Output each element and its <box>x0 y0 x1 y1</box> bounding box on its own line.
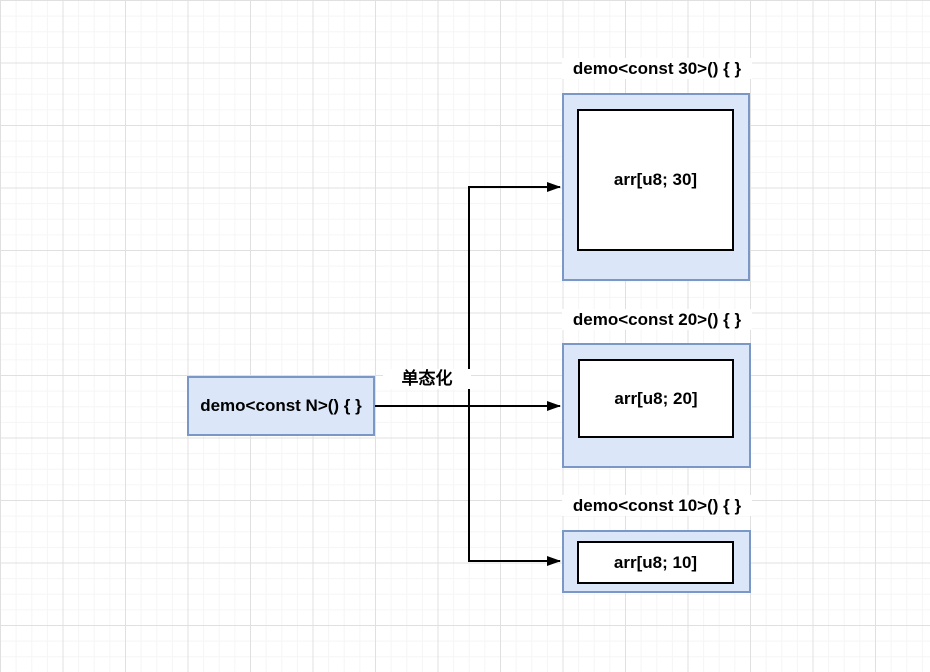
node-demo-10-array-label: arr[u8; 10] <box>613 552 698 572</box>
node-title-demo-10: demo<const 10>() { } <box>562 495 752 516</box>
node-demo-30: arr[u8; 30] <box>562 93 750 281</box>
node-title-demo-20: demo<const 20>() { } <box>562 309 752 330</box>
node-demo-10: arr[u8; 10] <box>562 530 751 593</box>
edge-label-monomorphization: 单态化 <box>383 369 471 389</box>
node-demo-20-array: arr[u8; 20] <box>578 359 734 438</box>
node-demo-30-array-label: arr[u8; 30] <box>613 170 698 189</box>
node-title-demo-30: demo<const 30>() { } <box>562 58 752 79</box>
node-generic-demo-label: demo<const N>() { } <box>200 396 362 415</box>
edge-branch-to-30 <box>468 182 561 406</box>
node-generic-demo: demo<const N>() { } <box>187 376 375 436</box>
node-demo-10-array: arr[u8; 10] <box>577 541 734 584</box>
node-demo-20: arr[u8; 20] <box>562 343 751 468</box>
node-demo-20-array-label: arr[u8; 20] <box>614 388 698 408</box>
node-demo-30-array: arr[u8; 30] <box>577 109 734 251</box>
edge-branch-to-10 <box>468 406 561 566</box>
